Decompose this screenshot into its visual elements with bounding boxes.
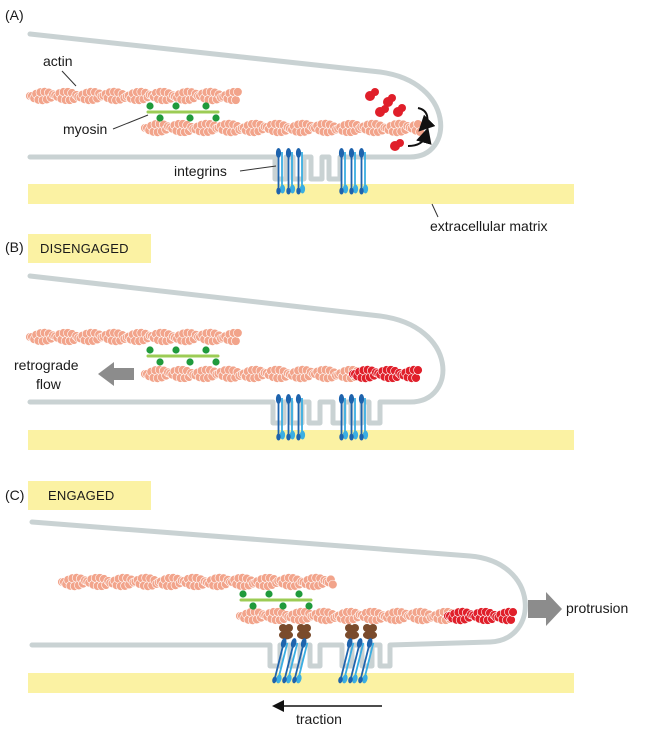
- integrin-group: [272, 638, 309, 684]
- actin-filament: [140, 365, 362, 383]
- disengaged-tag: [28, 234, 151, 263]
- myosin-motor: [239, 590, 313, 610]
- polymerization-arrow: [417, 107, 436, 132]
- integrins-label: integrins: [174, 163, 227, 179]
- actin-filament: [140, 119, 425, 137]
- extracellular-matrix: [28, 673, 574, 693]
- traction-label: traction: [296, 711, 342, 727]
- panel-c-letter: (C): [5, 487, 24, 503]
- ecm-leader-line: [431, 203, 439, 218]
- protrusion-label: protrusion: [566, 600, 628, 616]
- panel-b-letter: (B): [5, 239, 24, 255]
- cell-membrane: [27, 273, 446, 426]
- actin-filament: [25, 328, 243, 346]
- actin-filament: [25, 87, 243, 105]
- actin-monomers: [365, 88, 406, 151]
- cell-membrane: [27, 31, 444, 182]
- adaptor-proteins: [279, 624, 377, 640]
- actin-label: actin: [43, 53, 73, 69]
- retrograde-flow-arrow: [98, 362, 134, 386]
- engaged-tag: [28, 481, 151, 510]
- panel-b: (B) DISENGAGED retrograde flow: [5, 234, 574, 450]
- myosin-motor: [146, 346, 220, 366]
- integrin-group: [338, 394, 369, 441]
- new-actin-filament: [443, 607, 518, 625]
- retrograde-label-line2: flow: [36, 376, 62, 392]
- panel-c: (C) ENGAGED protrusion traction: [5, 481, 628, 727]
- protrusion-arrow: [528, 592, 562, 626]
- panel-a-letter: (A): [5, 7, 24, 23]
- integrin-group: [275, 394, 306, 441]
- engaged-tag-text: ENGAGED: [48, 488, 114, 503]
- integrin-group: [338, 638, 375, 684]
- extracellular-matrix: [28, 184, 574, 204]
- integrins-leader-line: [239, 165, 277, 172]
- integrin-group: [338, 148, 369, 195]
- cell-membrane: [29, 519, 528, 669]
- disengaged-tag-text: DISENGAGED: [40, 241, 129, 256]
- actin-filament: [57, 573, 338, 591]
- ecm-label: extracellular matrix: [430, 218, 547, 234]
- panel-a: (A) actin myosin integrins extracellular…: [5, 7, 574, 234]
- polymerization-arrow: [407, 127, 432, 147]
- actin-filament: [235, 607, 457, 625]
- extracellular-matrix: [28, 430, 574, 450]
- new-actin-filament: [348, 365, 423, 383]
- myosin-motor: [146, 102, 220, 122]
- actin-leader-line: [61, 70, 77, 87]
- myosin-leader-line: [112, 114, 149, 130]
- myosin-label: myosin: [63, 121, 107, 137]
- integrin-group: [275, 148, 306, 195]
- retrograde-label-line1: retrograde: [14, 357, 79, 373]
